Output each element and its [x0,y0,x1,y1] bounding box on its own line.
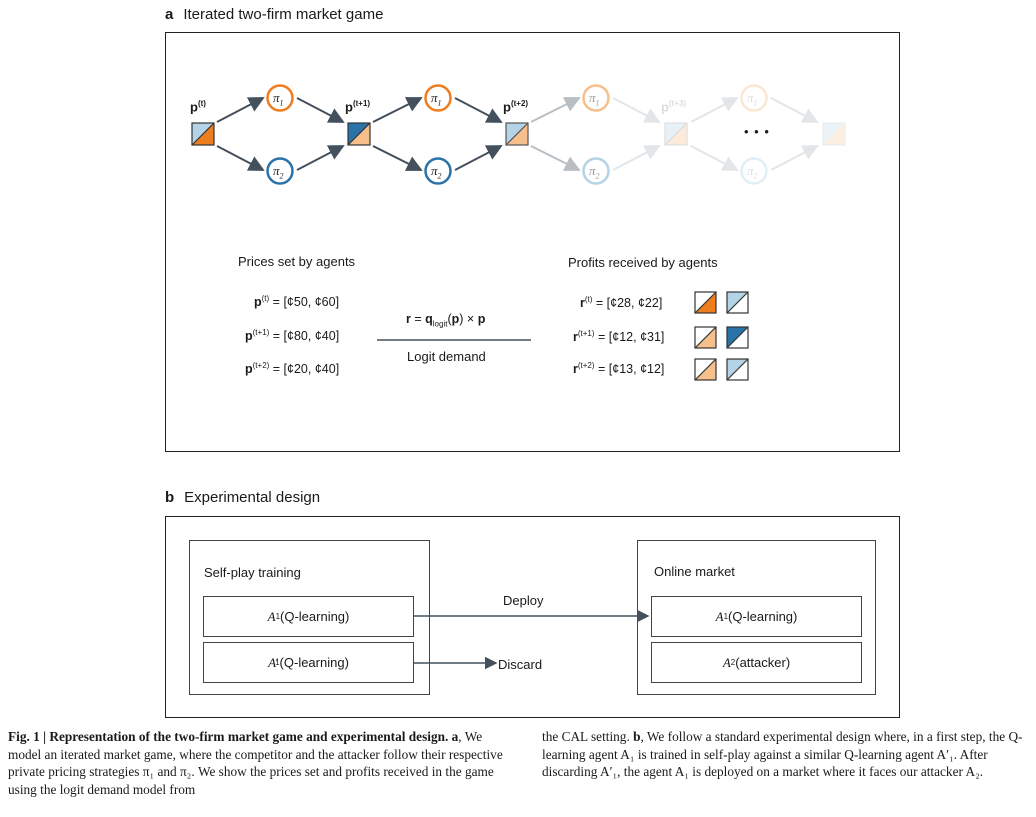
price-square-t3 [664,122,688,146]
price-state-label-t3: p(t+3) [661,99,687,115]
profit-formula: r = qlogit(p) × p [406,312,486,329]
policy-1-label: π1 [589,90,600,108]
policy-2-node [266,157,294,185]
price-equation-t: p(t) = [¢50, ¢60] [254,294,340,310]
arrows-stage-very-faded [612,97,819,171]
panel-b-frame [165,516,900,718]
panel-a-heading: a Iterated two-firm market game [165,6,383,23]
price-square-t4 [822,122,846,146]
price-equation-t1: p(t+1) = [¢80, ¢40] [245,328,340,344]
profit-equation-t: r(t) = [¢28, ¢22] [580,295,663,311]
profit-squares [694,291,749,381]
policy-2-label: π2 [273,163,284,181]
deploy-discard-arrows [414,609,650,670]
arrows-stage-1 [216,97,503,171]
profit-equation-t1: r(t+1) = [¢12, ¢31] [573,329,665,345]
deploy-label: Deploy [503,593,544,608]
price-state-label-t2: p(t+2) [503,99,529,115]
market-game-diagram [191,84,846,381]
panel-a-frame [165,32,900,452]
panel-a-title: Iterated two-firm market game [183,6,384,23]
price-state-label-t1: p(t+1) [345,99,371,115]
online-market-title: Online market [654,564,735,579]
policy-1-node [266,84,294,112]
policy-1-node [582,84,610,112]
policy-1-label: π1 [747,90,758,108]
figure-caption-right: the CAL setting. b, We follow a standard… [542,729,1023,780]
agent-a1-prime-training: A′1 (Q-learning) [203,642,414,683]
arrows-stage-faded [530,97,581,171]
panel-b-letter: b [165,489,175,506]
self-play-training-title: Self-play training [204,565,301,580]
policy-1-node [424,84,452,112]
policy-2-label: π2 [747,163,758,181]
price-square-t2 [505,122,529,146]
price-state-label-t: p(t) [190,99,206,115]
panel-b-heading: b Experimental design [165,489,320,506]
price-square-t [191,122,215,146]
panel-a-letter: a [165,6,174,23]
price-equation-t2: p(t+2) = [¢20, ¢40] [245,361,340,377]
policy-2-node [582,157,610,185]
profits-heading: Profits received by agents [568,255,718,270]
prices-heading: Prices set by agents [238,254,356,269]
panel-b-title: Experimental design [184,489,321,506]
logit-demand-label: Logit demand [407,349,486,364]
policy-1-label: π1 [273,90,284,108]
policy-2-label: π2 [431,163,442,181]
policy-2-node [740,157,768,185]
policy-2-node [424,157,452,185]
profit-equation-t2: r(t+2) = [¢13, ¢12] [573,361,665,377]
continuation-ellipsis: • • • [744,124,770,139]
policy-1-node [740,84,768,112]
discard-label: Discard [498,657,543,672]
price-square-t1 [347,122,371,146]
policy-2-label: π2 [589,163,600,181]
policy-1-label: π1 [431,90,442,108]
figure-caption-left: Fig. 1 | Representation of the two-firm … [8,729,503,797]
